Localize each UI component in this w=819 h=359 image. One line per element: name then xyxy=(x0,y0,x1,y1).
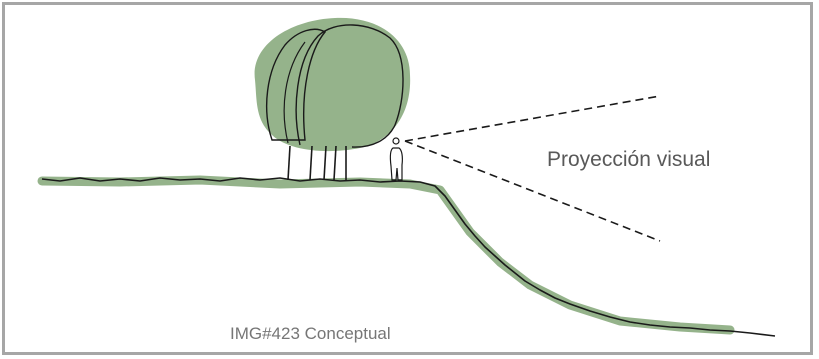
ground-line xyxy=(41,177,776,337)
tree-outline-back xyxy=(265,28,327,141)
sight-line-lower xyxy=(404,140,661,242)
person-body xyxy=(389,147,403,181)
ground-wash xyxy=(37,175,735,335)
tree-trunk xyxy=(333,145,337,181)
tree-trunk xyxy=(287,145,291,181)
person-icon xyxy=(389,137,403,181)
tree-outline-front xyxy=(295,24,404,148)
dashed-sight-lines xyxy=(404,95,661,242)
tree-trunk xyxy=(309,145,313,181)
tree-foliage xyxy=(254,17,411,152)
tree-icon xyxy=(254,17,411,181)
image-caption: IMG#423 Conceptual xyxy=(230,324,391,343)
annotation-label: Proyección visual xyxy=(547,148,711,171)
sight-line-upper xyxy=(404,95,661,142)
tree-trunk xyxy=(323,145,327,181)
tree-outline-mid xyxy=(283,41,306,144)
person-head xyxy=(392,137,400,145)
